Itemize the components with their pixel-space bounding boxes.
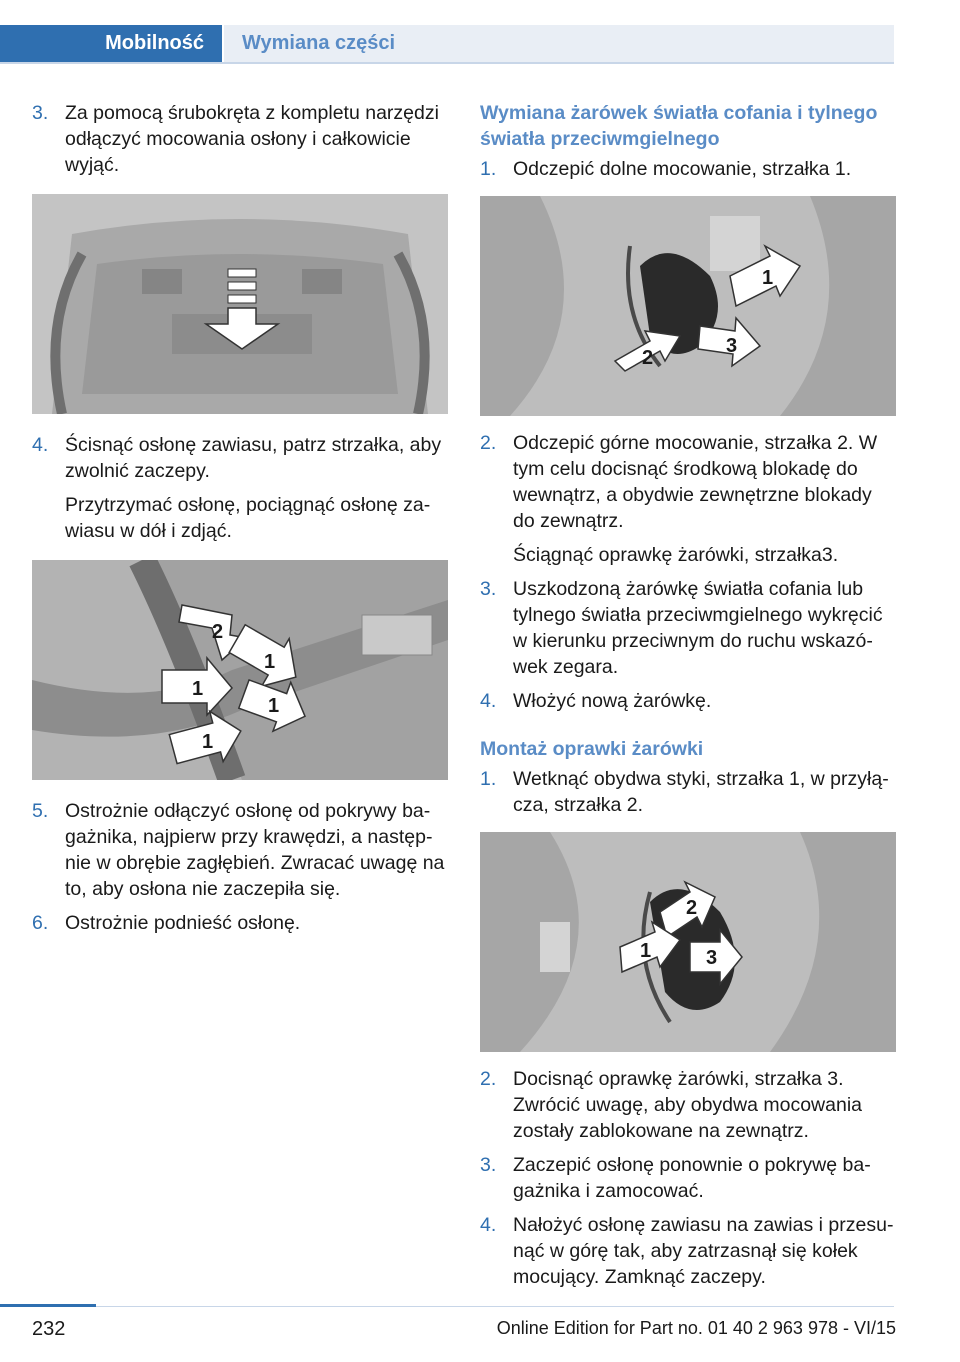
install-step-1: 1. Wetknąć obydwa styki, strzałka 1, w p… — [480, 766, 896, 818]
section-heading-bulb-replacement: Wymiana żarówek światła cofania i tylneg… — [480, 102, 878, 150]
step-number: 3. — [480, 578, 497, 600]
step-text: Włożyć nową żarówkę. — [513, 690, 712, 712]
step-6: 6. Ostrożnie podnieść osłonę. — [32, 910, 448, 936]
install-step-2: 2. Docisnąć oprawkę żarówki, strzałka 3.… — [480, 1066, 896, 1144]
edition-info: Online Edition for Part no. 01 40 2 963 … — [496, 1318, 896, 1338]
step-text: Wetknąć obydwa styki, strzałka 1, w przy… — [513, 768, 889, 816]
arrow-label: 1 — [268, 695, 279, 717]
step-number: 2. — [480, 1068, 497, 1090]
step-text: Uszkodzoną żarówkę światła cofania lub t… — [513, 578, 883, 678]
step-3: 3. Za pomocą śrubokręta z kompletu narzę… — [32, 100, 448, 178]
bulb-step-2: 2. Odczepić górne mocowanie, strzałka 2.… — [480, 430, 896, 534]
footer-accent-rule — [0, 1304, 96, 1307]
step-number: 1. — [480, 158, 497, 180]
bulb-step-1: 1. Odczepić dolne mocowanie, strzałka 1. — [480, 156, 896, 182]
lower-mount-illustration: 1 2 3 — [480, 196, 896, 416]
step-text: Za pomocą śrubokręta z kompletu narzędzi… — [65, 102, 439, 176]
page-header: Mobilność Wymiana części — [0, 25, 960, 64]
arrow-label: 1 — [192, 678, 203, 700]
step-text: Ostrożnie odłączyć osłonę od pokrywy ba­… — [65, 800, 445, 900]
step-4: 4. Ścisnąć osłonę zawiasu, patrz strzałk… — [32, 432, 448, 484]
step-text: Odczepić dolne mocowanie, strzałka 1. — [513, 158, 852, 180]
bulb-step-4: 4. Włożyć nową żarówkę. — [480, 688, 896, 714]
arrow-label: 3 — [726, 335, 737, 357]
step-text: Zaczepić osłonę ponownie o pokrywę ba­ga… — [513, 1154, 871, 1202]
arrow-label: 2 — [642, 347, 653, 369]
step-5: 5. Ostrożnie odłączyć osłonę od pokrywy … — [32, 798, 448, 902]
install-step-3: 3. Zaczepić osłonę ponownie o pokrywę ba… — [480, 1152, 896, 1204]
figure-lower-mount: 1 2 3 — [480, 196, 896, 416]
step-4-note: Przytrzymać osłonę, pociągnąć osłonę za­… — [65, 494, 431, 542]
step-number: 3. — [480, 1154, 497, 1176]
step-number: 4. — [480, 1214, 497, 1236]
section-tab[interactable]: Mobilność — [0, 25, 222, 62]
install-step-4: 4. Nałożyć osłonę zawiasu na zawias i pr… — [480, 1212, 896, 1290]
trunk-lid-illustration — [32, 194, 448, 414]
step-text: Nałożyć osłonę zawiasu na zawias i przes… — [513, 1214, 894, 1288]
left-column: 3. Za pomocą śrubokręta z kompletu narzę… — [32, 100, 448, 936]
page-number: 232 — [32, 1318, 66, 1340]
section-heading-socket-install: Montaż oprawki żarówki — [480, 738, 704, 760]
figure-socket-install: 2 1 3 — [480, 832, 896, 1052]
subsection-tab[interactable]: Wymiana części — [224, 25, 894, 62]
bulb-step-3: 3. Uszkodzoną żarówkę światła cofania lu… — [480, 576, 896, 680]
arrow-label: 1 — [264, 651, 275, 673]
step-text: Docisnąć oprawkę żarówki, strzałka 3. Zw… — [513, 1068, 863, 1142]
arrow-label: 2 — [212, 621, 223, 643]
figure-trunk-lid — [32, 194, 448, 414]
footer-divider — [0, 1306, 894, 1307]
step-number: 2. — [480, 432, 497, 454]
figure-hinge-cover: 2 1 1 1 1 — [32, 560, 448, 780]
bulb-step-2-note: Ściągnąć oprawkę żarówki, strzałka3. — [513, 544, 839, 566]
socket-install-illustration: 2 1 3 — [480, 832, 896, 1052]
hinge-cover-illustration: 2 1 1 1 1 — [32, 560, 448, 780]
step-text: Odczepić górne mocowanie, strzałka 2. W … — [513, 432, 878, 532]
step-number: 5. — [32, 800, 49, 822]
step-number: 6. — [32, 912, 49, 934]
arrow-label: 3 — [706, 947, 717, 969]
step-text: Ścisnąć osłonę zawiasu, patrz strzałka, … — [65, 434, 442, 482]
step-number: 4. — [480, 690, 497, 712]
step-number: 3. — [32, 102, 49, 124]
arrow-label: 1 — [762, 267, 773, 289]
step-text: Ostrożnie podnieść osłonę. — [65, 912, 301, 934]
arrow-label: 2 — [686, 897, 697, 919]
step-number: 4. — [32, 434, 49, 456]
step-number: 1. — [480, 768, 497, 790]
right-column: Wymiana żarówek światła cofania i tylneg… — [480, 100, 896, 1290]
arrow-label: 1 — [202, 731, 213, 753]
header-divider — [0, 62, 894, 64]
arrow-label: 1 — [640, 940, 651, 962]
